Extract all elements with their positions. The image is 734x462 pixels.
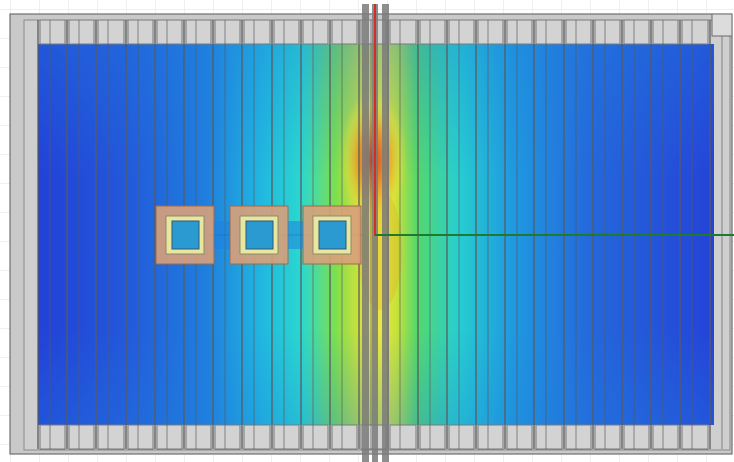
pad-connector — [214, 221, 230, 249]
pad-core — [245, 220, 274, 250]
pad-1[interactable] — [155, 205, 215, 265]
frame-cell-bottom — [331, 424, 358, 450]
frame-cell-bottom — [623, 424, 650, 450]
frame-cell-top — [156, 19, 183, 45]
frame-cell-bottom — [652, 424, 679, 450]
frame-cell-top — [185, 19, 212, 45]
frame-cell-bottom — [243, 424, 271, 450]
frame-cell-top — [302, 19, 329, 45]
frame-cell-top — [535, 19, 563, 45]
center-cut — [362, 4, 389, 462]
pad-core — [318, 220, 347, 250]
frame-cell-bottom — [389, 424, 417, 450]
frame-cell-bottom — [448, 424, 475, 450]
frame-cell-bottom — [535, 424, 563, 450]
frame-cell-top — [681, 19, 709, 45]
frame-cell-top — [594, 19, 621, 45]
frame-cell-bottom — [506, 424, 533, 450]
frame-cell-top — [623, 19, 650, 45]
frame-cell-bottom — [477, 424, 504, 450]
frame-cell-top — [565, 19, 592, 45]
frame-cell-top — [68, 19, 95, 45]
frame-cell-bottom — [39, 424, 66, 450]
frame-cell-bottom — [97, 424, 125, 450]
frame-cell-top — [39, 19, 66, 45]
frame-cell-bottom — [273, 424, 300, 450]
frame-cell-bottom — [68, 424, 95, 450]
frame-cell-bottom — [419, 424, 446, 450]
frame-cell-top — [389, 19, 417, 45]
frame-cell-bottom — [594, 424, 621, 450]
frame-cell-top — [127, 19, 154, 45]
pad-group — [155, 205, 362, 265]
frame-cell-top — [419, 19, 446, 45]
frame-cell-top — [273, 19, 300, 45]
pad-2[interactable] — [229, 205, 289, 265]
frame-cell-bottom — [156, 424, 183, 450]
frame-cell-top — [214, 19, 241, 45]
frame-cell-top — [477, 19, 504, 45]
frame-cell-top — [506, 19, 533, 45]
frame-cell-bottom — [185, 424, 212, 450]
cut-bar-right — [382, 4, 389, 462]
frame-cell-bottom — [681, 424, 709, 450]
corner-marker — [711, 13, 733, 37]
frame-cell-bottom — [214, 424, 241, 450]
cut-bar-left — [362, 4, 369, 462]
frame-cell-top — [331, 19, 358, 45]
frame-cell-top — [243, 19, 271, 45]
frame-band-top — [39, 19, 709, 45]
frame-cell-bottom — [127, 424, 154, 450]
frame-cell-top — [652, 19, 679, 45]
pad-core — [171, 220, 200, 250]
frame-cell-top — [448, 19, 475, 45]
frame-band-bottom — [39, 424, 709, 450]
frame-cell-bottom — [565, 424, 592, 450]
frame-cell-top — [97, 19, 125, 45]
pad-connector — [288, 221, 303, 249]
pad-3[interactable] — [302, 205, 362, 265]
frame-cell-bottom — [302, 424, 329, 450]
